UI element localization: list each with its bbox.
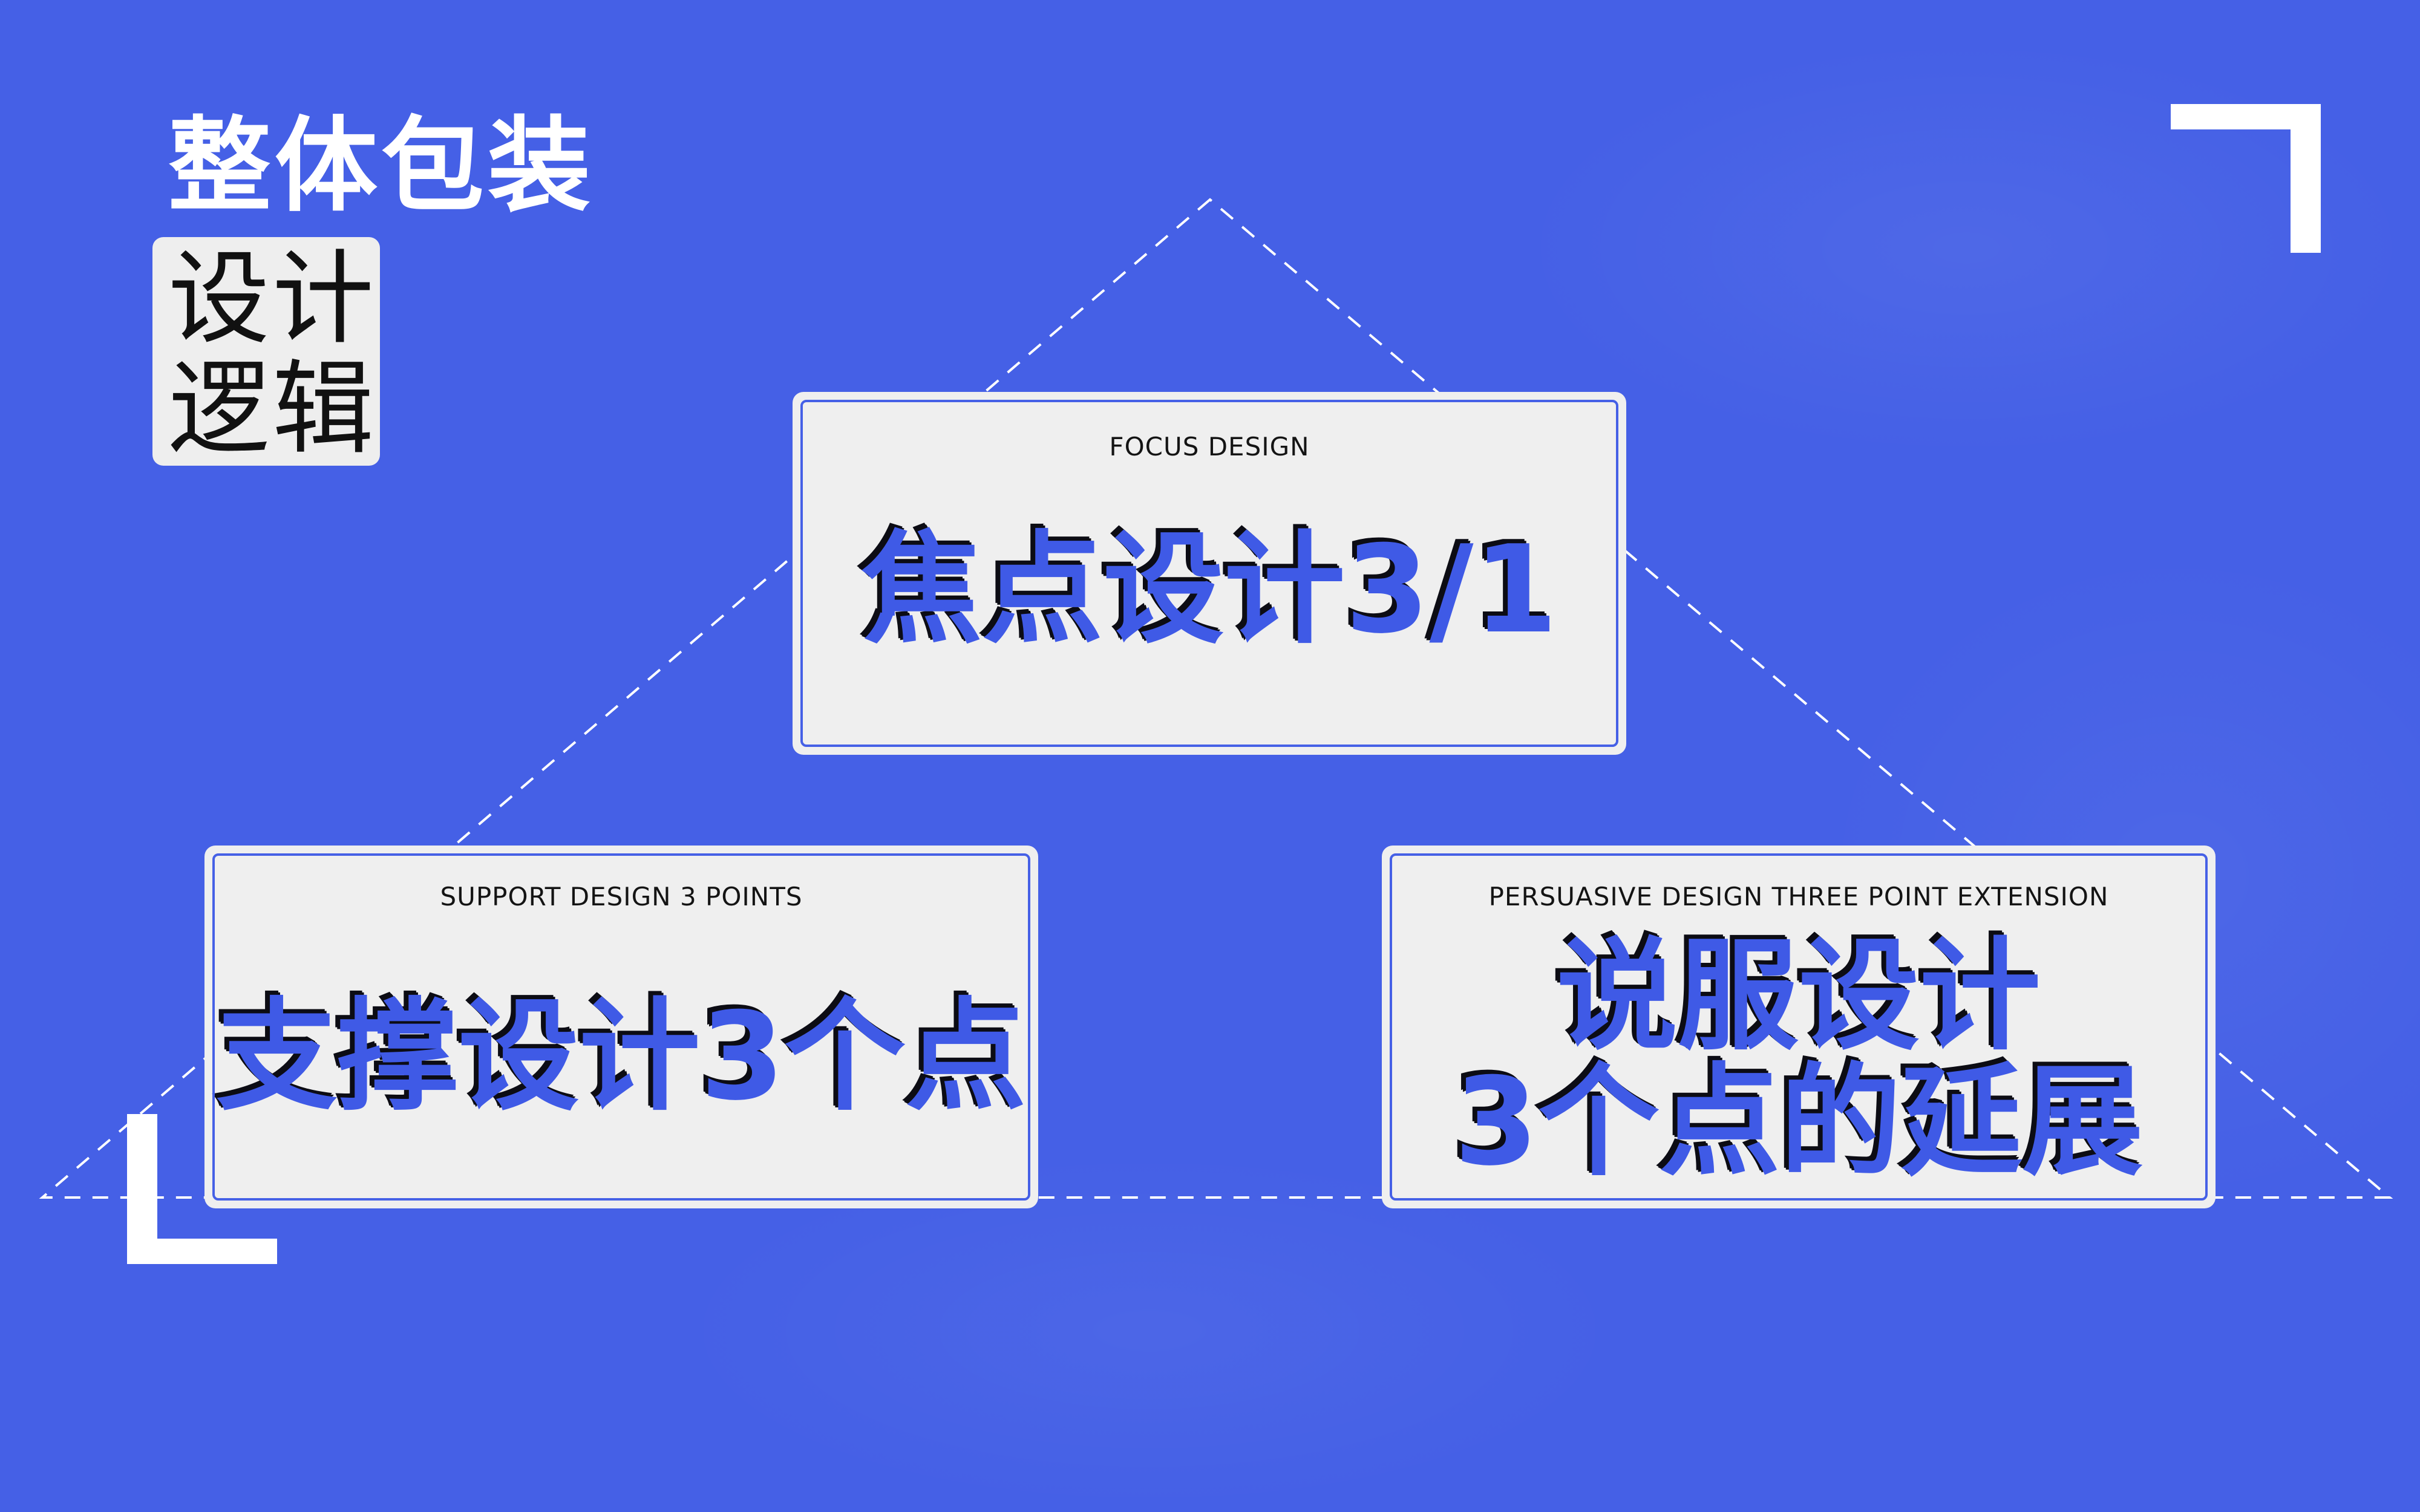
title-line-2: 设计 <box>168 240 376 358</box>
dashed-triangle <box>39 198 2393 1199</box>
bracket-bar <box>127 1239 277 1264</box>
support-card-subtitle: SUPPORT DESIGN 3 POINTS <box>440 882 803 911</box>
triangle-outline <box>39 198 2393 1199</box>
persuasive-card-heading-line-2: 3个点的延展 <box>1454 1052 2144 1193</box>
bracket-bar <box>2291 104 2321 253</box>
persuasive-design-card: PERSUASIVE DESIGN THREE POINT EXTENSION … <box>1382 846 2216 1208</box>
slide-canvas: 整体包装 设计 逻辑 FOCUS DESIGN 焦点设计3/1 SUPPORT … <box>39 36 2420 1512</box>
focus-card-heading: 焦点设计3/1 <box>861 520 1558 660</box>
focus-design-card: FOCUS DESIGN 焦点设计3/1 <box>793 392 1626 755</box>
persuasive-card-heading-line-1: 说服设计 <box>1556 926 2041 1067</box>
support-design-card: SUPPORT DESIGN 3 POINTS 支撑设计3个点 <box>204 846 1038 1208</box>
persuasive-card-subtitle: PERSUASIVE DESIGN THREE POINT EXTENSION <box>1488 882 2109 911</box>
title-box: 设计 逻辑 <box>152 237 380 466</box>
focus-card-subtitle: FOCUS DESIGN <box>1109 432 1310 461</box>
title-line-3: 逻辑 <box>168 350 376 468</box>
support-card-heading: 支撑设计3个点 <box>216 986 1027 1127</box>
page-title: 整体包装 <box>168 106 595 226</box>
